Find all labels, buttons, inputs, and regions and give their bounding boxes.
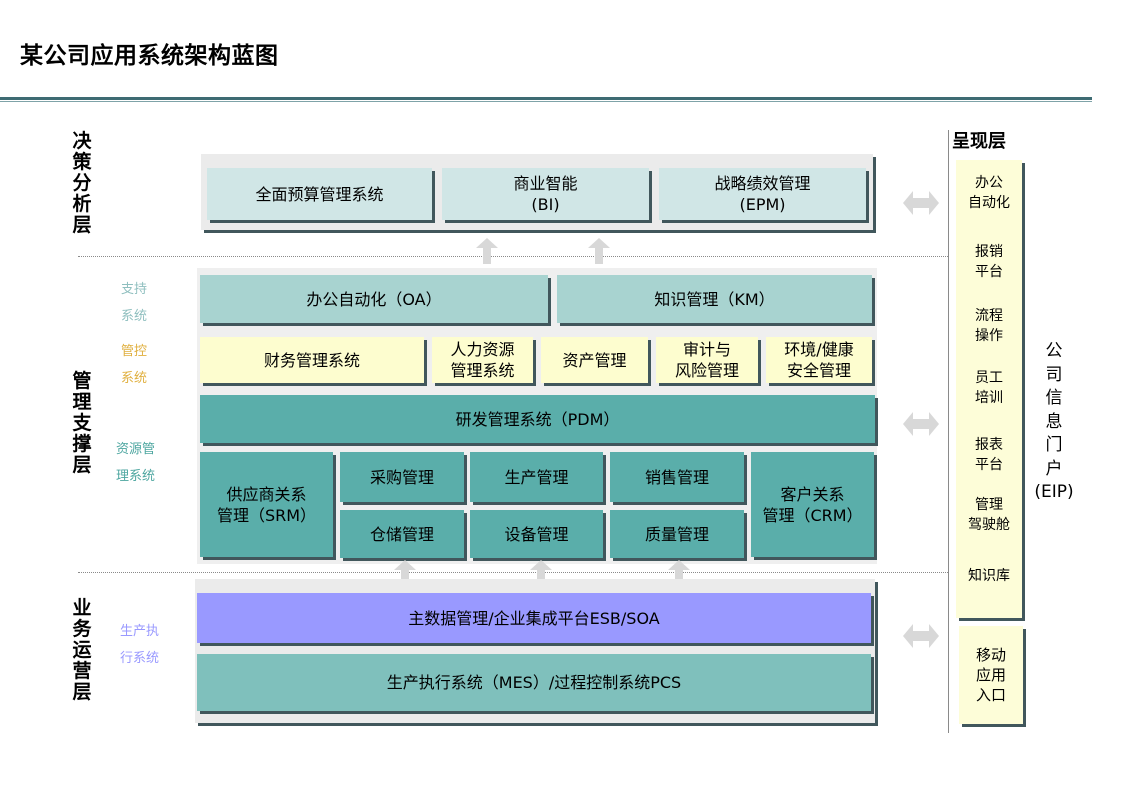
km-box[interactable]: 知识管理（KM） (557, 275, 872, 323)
storage-box[interactable]: 仓储管理 (340, 510, 464, 558)
mes-box[interactable]: 生产执行系统（MES）/过程控制系统PCS (197, 654, 871, 711)
quality-box[interactable]: 质量管理 (610, 510, 744, 558)
title-rule-thin (0, 101, 1092, 102)
presentation-item-reimbursement[interactable]: 报销 平台 (975, 244, 1003, 280)
presentation-item-process[interactable]: 流程 操作 (975, 308, 1003, 344)
double-arrow-icon (903, 624, 939, 648)
up-arrow-icon (668, 560, 690, 586)
mobile-entry-box[interactable]: 移动 应用 入口 (959, 626, 1023, 724)
up-arrow-icon (530, 560, 552, 586)
presentation-item-oa[interactable]: 办公 自动化 (968, 175, 1010, 211)
presentation-column (956, 160, 1022, 618)
oa-box[interactable]: 办公自动化（OA） (200, 275, 548, 323)
ehs-box[interactable]: 环境/健康 安全管理 (766, 337, 872, 383)
epm-box[interactable]: 战略绩效管理 (EPM) (659, 168, 866, 220)
presentation-item-cockpit[interactable]: 管理 驾驶舱 (968, 497, 1010, 533)
esb-box[interactable]: 主数据管理/企业集成平台ESB/SOA (197, 593, 871, 643)
presentation-item-knowledge[interactable]: 知识库 (968, 568, 1010, 584)
up-arrow-icon (588, 238, 610, 264)
production-mgmt-box[interactable]: 生产管理 (470, 452, 603, 502)
up-arrow-icon (476, 238, 498, 264)
separator-management (78, 572, 948, 573)
mobile-entry-label: 移动 应用 入口 (975, 646, 1006, 704)
side-label-control: 管控 系统 (121, 344, 148, 386)
layer-label-presentation: 呈现层 (952, 131, 1006, 152)
audit-box[interactable]: 审计与 风险管理 (656, 337, 758, 383)
purchase-box[interactable]: 采购管理 (340, 452, 464, 502)
side-label-resource: 资源管 理系统 (116, 442, 156, 484)
separator-decision (78, 256, 948, 257)
double-arrow-icon (903, 412, 939, 436)
hr-box[interactable]: 人力资源 管理系统 (432, 337, 533, 383)
presentation-item-report[interactable]: 报表 平台 (975, 437, 1003, 473)
side-label-support: 支持 系统 (121, 282, 148, 324)
layer-label-operation: 业务运营层 (72, 597, 92, 703)
layer-label-decision: 决策分析层 (72, 130, 92, 236)
title-rule (0, 97, 1092, 100)
srm-box[interactable]: 供应商关系 管理（SRM） (200, 452, 333, 557)
page-title: 某公司应用系统架构蓝图 (20, 43, 279, 69)
presentation-divider (948, 130, 949, 733)
finance-box[interactable]: 财务管理系统 (200, 337, 424, 383)
crm-box[interactable]: 客户关系 管理（CRM） (751, 452, 874, 557)
up-arrow-icon (394, 560, 416, 586)
asset-box[interactable]: 资产管理 (541, 337, 648, 383)
eip-label: 公 司 信 息 门 户 (EIP) (1034, 341, 1074, 502)
layer-label-management: 管理支撑层 (72, 370, 92, 476)
side-label-production: 生产执 行系统 (120, 624, 160, 666)
budget-system-box[interactable]: 全面预算管理系统 (207, 168, 432, 220)
equipment-box[interactable]: 设备管理 (470, 510, 603, 558)
double-arrow-icon (903, 191, 939, 215)
sales-box[interactable]: 销售管理 (610, 452, 744, 502)
presentation-item-training[interactable]: 员工 培训 (975, 370, 1003, 406)
bi-box[interactable]: 商业智能 (BI) (442, 168, 649, 220)
pdm-box[interactable]: 研发管理系统（PDM） (200, 395, 875, 443)
